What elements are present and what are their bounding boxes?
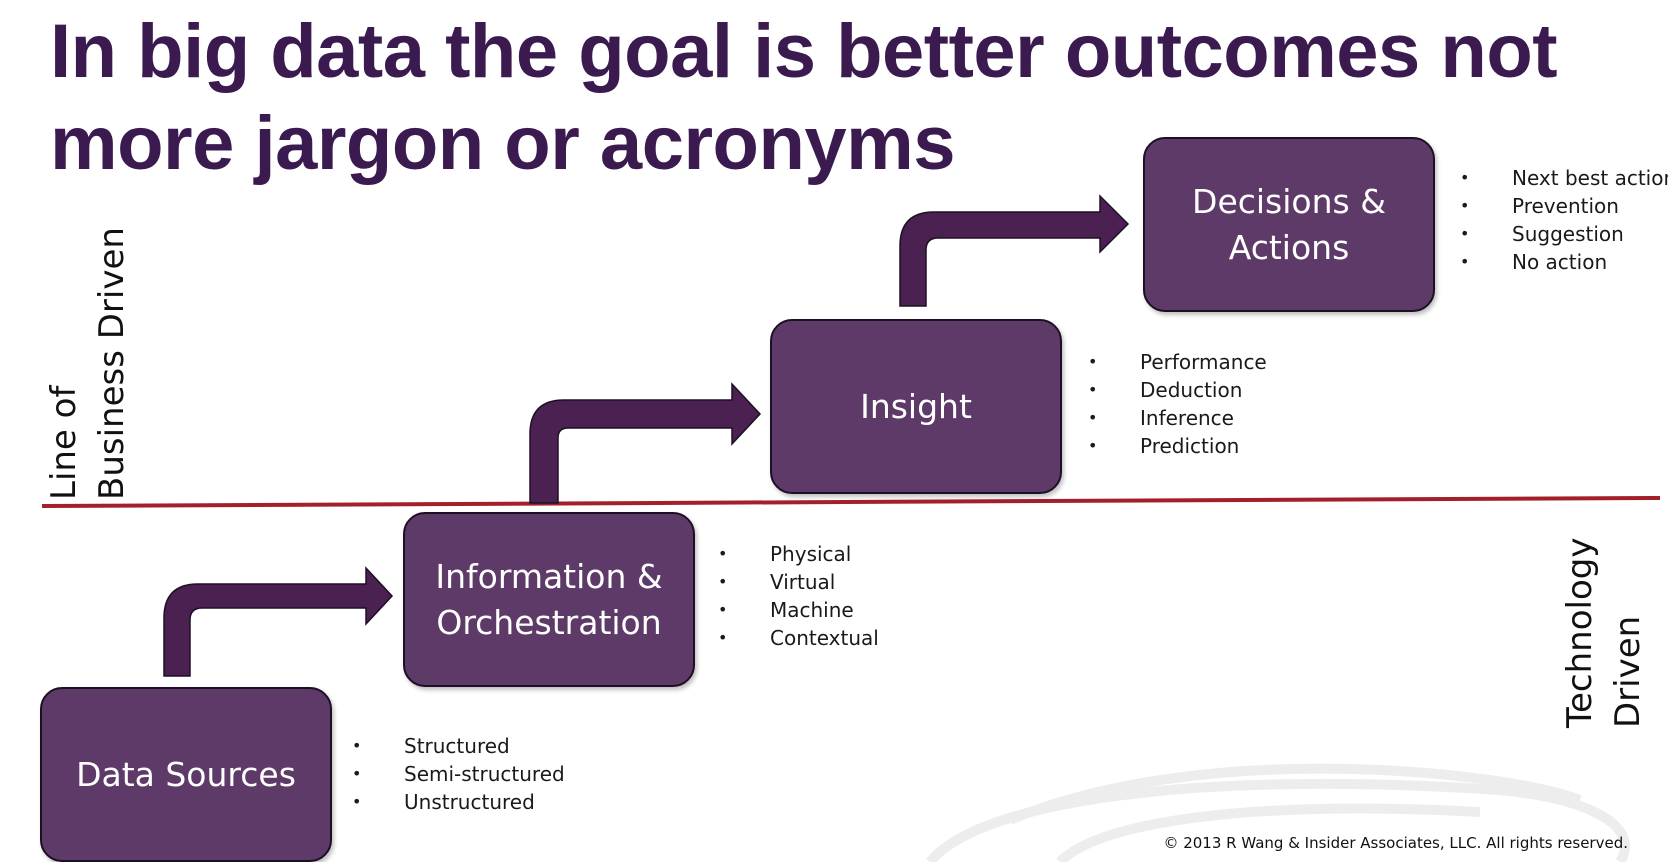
box-label: Information & Orchestration [435,556,663,642]
list-item: Next best action [1460,164,1668,192]
technology-driven-label: Technology Driven [1560,537,1648,728]
watermark-swoosh [926,763,1630,862]
list-item: Unstructured [352,788,565,816]
list-item: Semi-structured [352,760,565,788]
list-item: Inference [1088,404,1267,432]
arrow-icon [163,566,394,677]
list-item: Contextual [718,624,879,652]
data-sources-bullets: Structured Semi-structured Unstructured [352,732,565,816]
decisions-actions-box: Decisions & Actions [1143,137,1435,312]
box-label: Decisions & Actions [1192,181,1386,267]
list-item: Physical [718,540,879,568]
arrow-icon [529,382,762,504]
list-item: Structured [352,732,565,760]
list-item: Deduction [1088,376,1267,404]
page-title: In big data the goal is better outcomes … [50,9,1558,186]
decisions-actions-bullets: Next best action Prevention Suggestion N… [1460,164,1668,276]
copyright-notice: © 2013 R Wang & Insider Associates, LLC.… [1163,834,1628,852]
list-item: Prevention [1460,192,1668,220]
business-driven-label: Line of Business Driven [44,227,132,500]
arrow-icon [899,194,1130,307]
list-item: Performance [1088,348,1267,376]
information-orchestration-bullets: Physical Virtual Machine Contextual [718,540,879,652]
list-item: Machine [718,596,879,624]
information-orchestration-box: Information & Orchestration [403,512,695,687]
box-label: Insight [860,386,972,426]
list-item: No action [1460,248,1668,276]
list-item: Suggestion [1460,220,1668,248]
data-sources-box: Data Sources [40,687,332,862]
step-arrows [163,194,1130,677]
box-label: Data Sources [76,754,296,794]
list-item: Prediction [1088,432,1267,460]
divider-line [41,496,1661,508]
list-item: Virtual [718,568,879,596]
insight-bullets: Performance Deduction Inference Predicti… [1088,348,1267,460]
insight-box: Insight [770,319,1062,494]
